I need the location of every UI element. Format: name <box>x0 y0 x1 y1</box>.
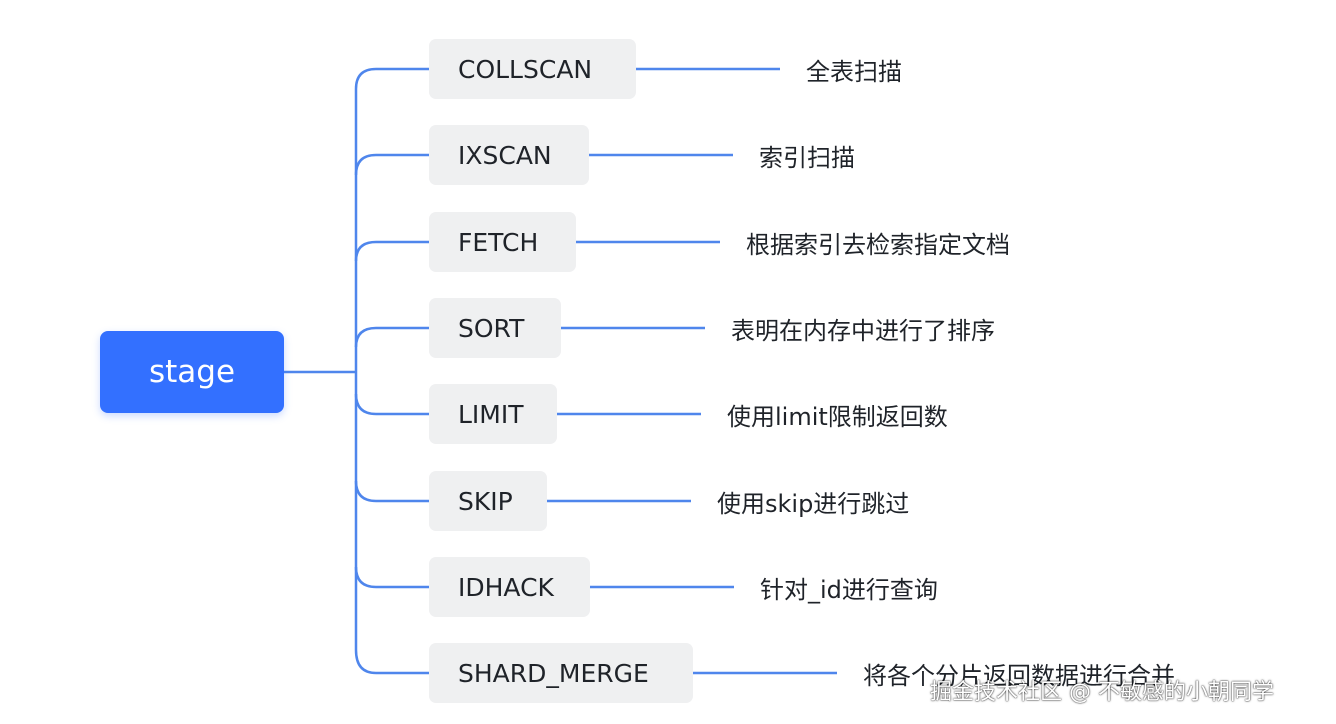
stage-node-label: COLLSCAN <box>458 54 593 84</box>
stage-description-shard-merge: 将各个分片返回数据进行合并 <box>863 661 1175 690</box>
stage-node-limit[interactable]: LIMIT <box>429 384 557 444</box>
stage-node-label: IXSCAN <box>458 140 552 170</box>
stage-node-skip[interactable]: SKIP <box>429 471 547 531</box>
branch-connector <box>354 240 429 262</box>
branch-connector <box>354 326 429 348</box>
stage-description-fetch: 根据索引去检索指定文档 <box>746 230 1010 259</box>
stage-node-label: FETCH <box>458 227 539 257</box>
stage-description-idhack: 针对_id进行查询 <box>760 575 938 604</box>
stage-node-label: LIMIT <box>458 399 524 429</box>
branch-connector <box>354 393 429 416</box>
stage-node-label: SKIP <box>458 486 513 516</box>
stage-node-idhack[interactable]: IDHACK <box>429 557 590 617</box>
watermark: 掘金技术社区 @ 不敏感的小朝同学 <box>930 680 1274 705</box>
root-node-stage[interactable]: stage <box>100 331 284 413</box>
stage-node-ixscan[interactable]: IXSCAN <box>429 125 589 185</box>
stage-description-ixscan: 索引扫描 <box>759 143 855 172</box>
stage-node-shard-merge[interactable]: SHARD_MERGE <box>429 643 693 703</box>
stage-node-collscan[interactable]: COLLSCAN <box>429 39 636 99</box>
branch-connector <box>354 566 429 589</box>
branch-connector <box>354 153 429 176</box>
stage-description-sort: 表明在内存中进行了排序 <box>731 316 995 345</box>
branch-connector <box>354 67 429 675</box>
stage-node-fetch[interactable]: FETCH <box>429 212 576 272</box>
stage-description-collscan: 全表扫描 <box>806 57 902 86</box>
stage-description-limit: 使用limit限制返回数 <box>727 402 948 431</box>
stage-node-sort[interactable]: SORT <box>429 298 561 358</box>
root-node-label: stage <box>148 354 236 390</box>
branch-connector <box>354 480 429 503</box>
stage-node-label: IDHACK <box>458 572 554 602</box>
stage-description-skip: 使用skip进行跳过 <box>717 489 910 518</box>
stage-node-label: SORT <box>458 313 525 343</box>
stage-node-label: SHARD_MERGE <box>458 658 649 688</box>
